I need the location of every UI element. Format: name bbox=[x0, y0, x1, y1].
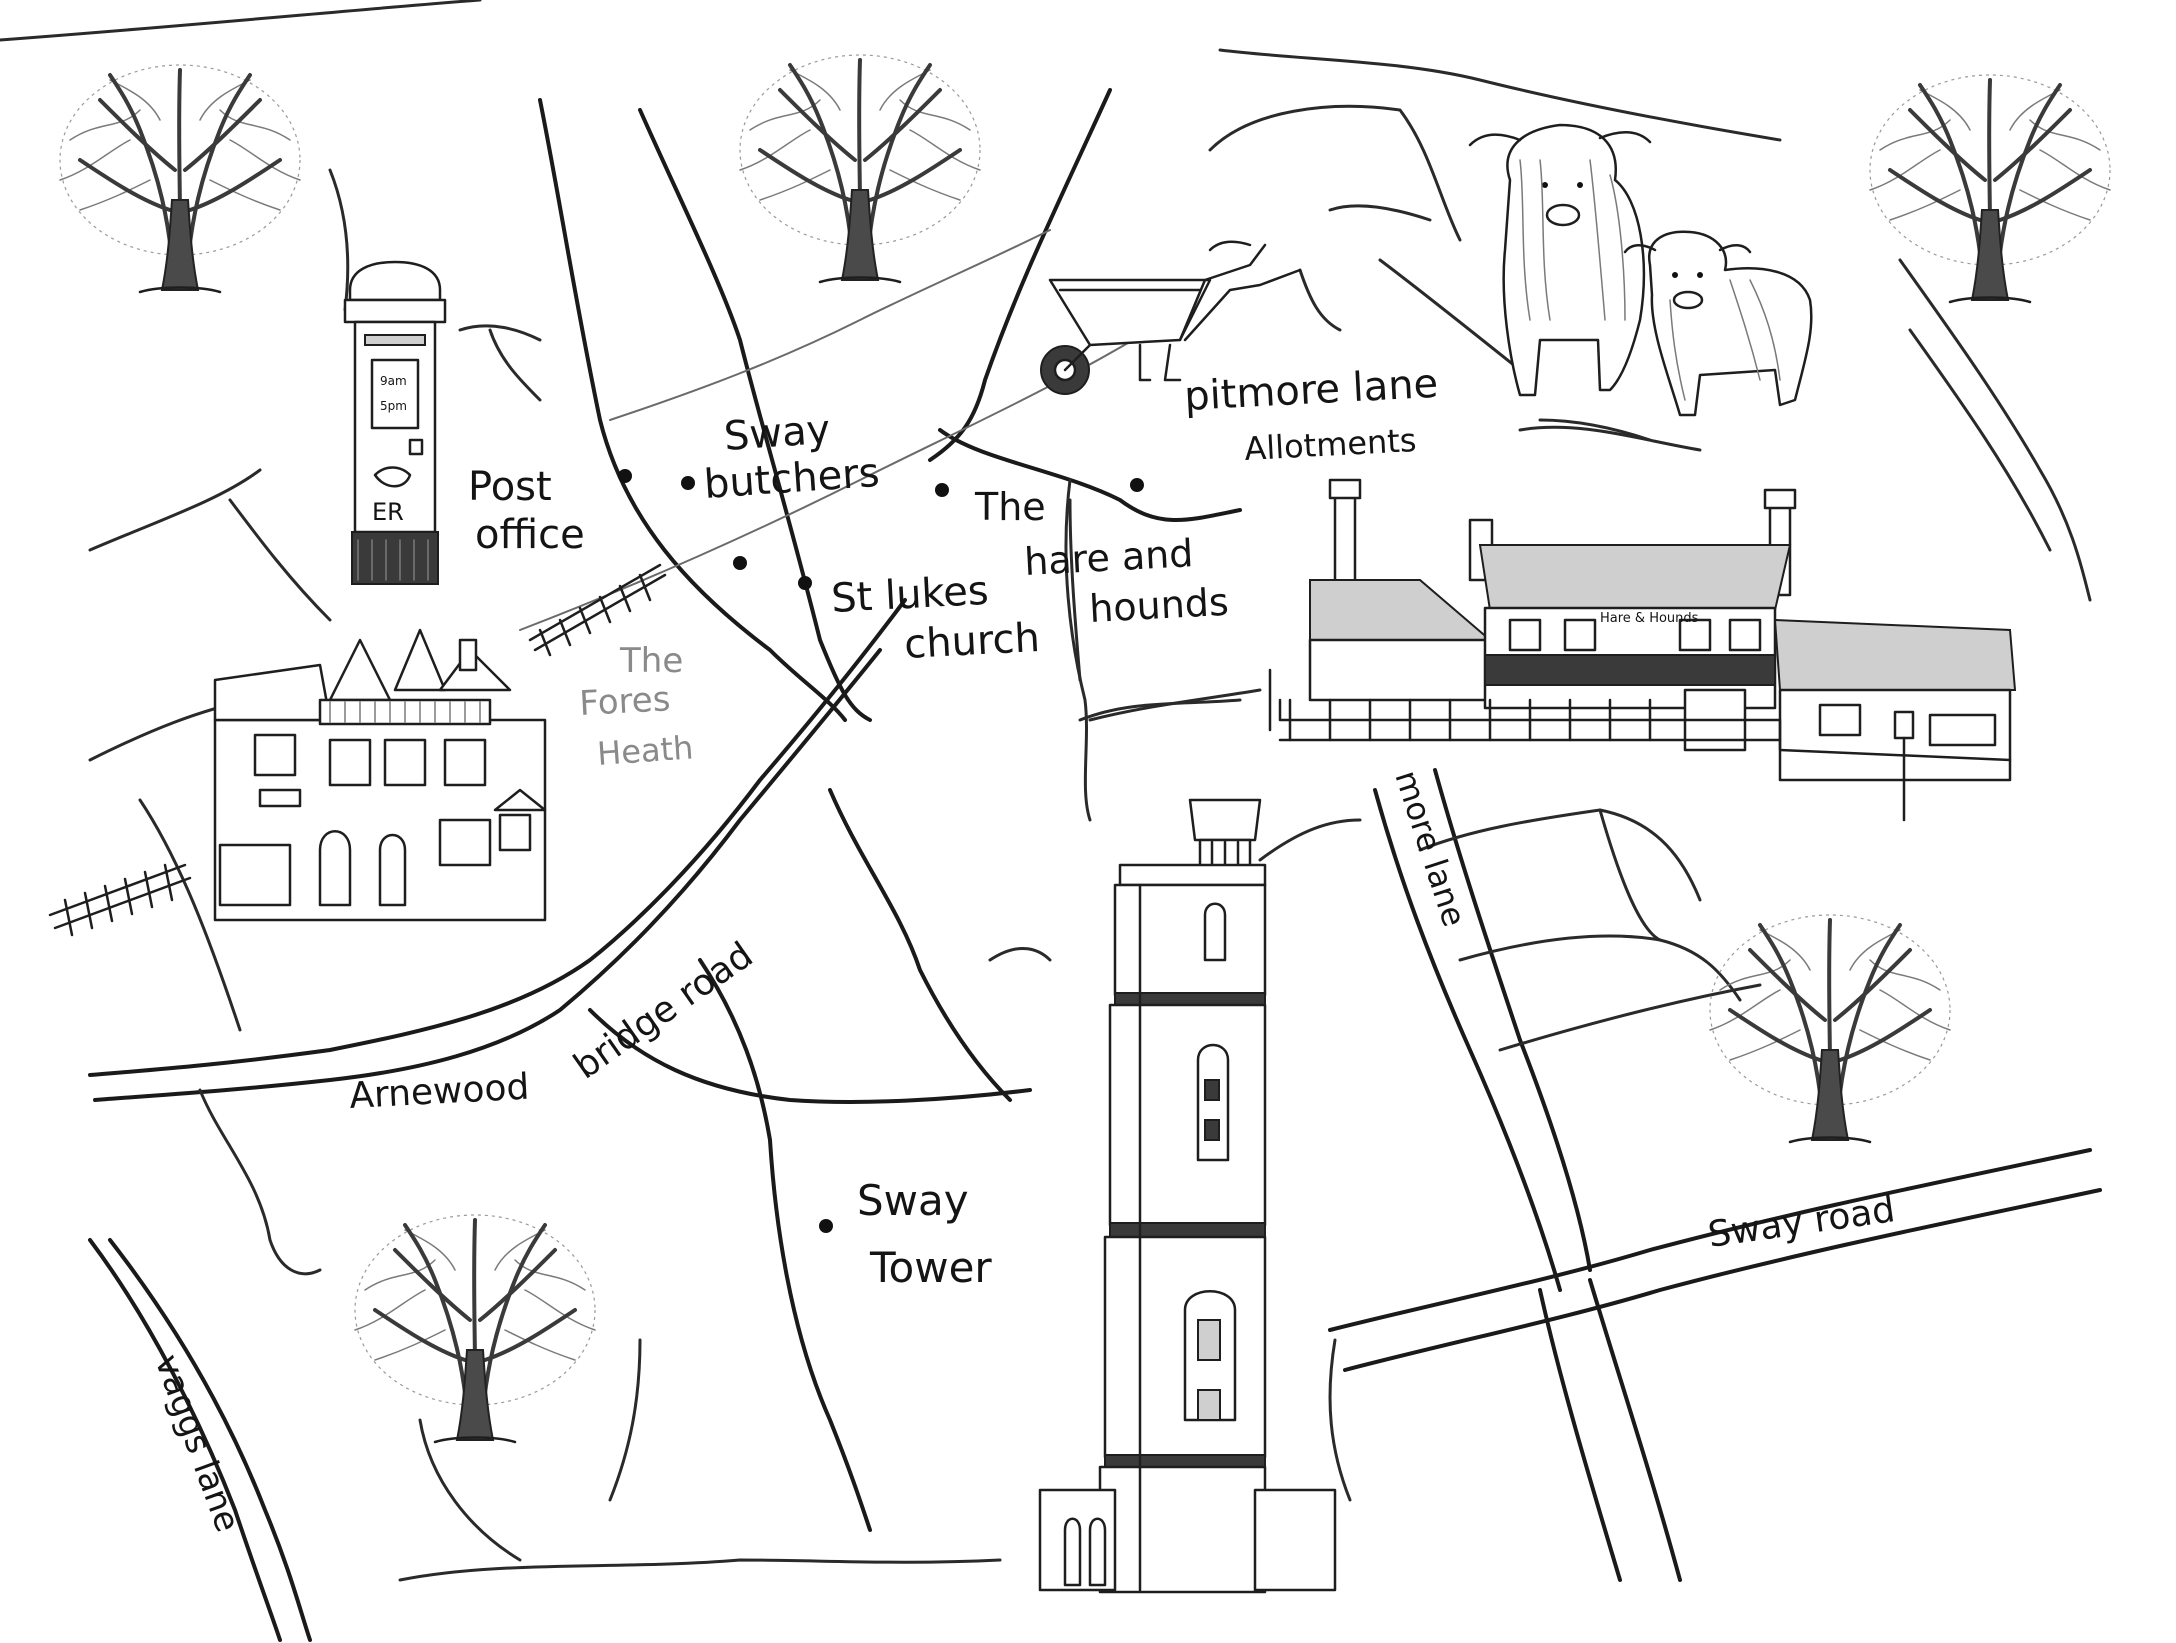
lane-west-vertical bbox=[138, 798, 242, 1032]
lane-top-right bbox=[1218, 48, 1782, 142]
label-hare-hounds-line3: hounds bbox=[1088, 580, 1230, 631]
location-dot-icon bbox=[681, 476, 695, 490]
lane-post-hedge bbox=[488, 328, 542, 402]
label-allotments-line1: pitmore lane bbox=[1183, 361, 1439, 420]
pitmore-lane-stub bbox=[1078, 698, 1242, 722]
road-south-left bbox=[698, 958, 872, 1532]
label-sway-road: Sway road bbox=[1706, 1189, 1898, 1256]
label-arnewood-road-part1: Arnewood bbox=[348, 1067, 530, 1117]
tree-icon bbox=[738, 53, 982, 284]
vaggs-lane-west-edge bbox=[88, 1238, 282, 1642]
more-lane-loop-mid bbox=[1458, 934, 1742, 1002]
location-dot-icon bbox=[618, 469, 632, 483]
road-central-left-edge bbox=[538, 98, 847, 722]
arnewood-bridge-road-lower bbox=[93, 648, 882, 1102]
pitmore-lane-south bbox=[1064, 478, 1092, 822]
sway-road-north-edge bbox=[1328, 1148, 2092, 1332]
label-hare-hounds-line1: The bbox=[974, 485, 1046, 529]
pub-sign-label: Hare & Hounds bbox=[1600, 611, 1699, 626]
railway-track-icon bbox=[48, 563, 667, 937]
sway-road-west-stub bbox=[1328, 1338, 1352, 1502]
sway-road-south-branch-right bbox=[1588, 1278, 1682, 1582]
pub-building-icon: Hare & Hounds bbox=[1268, 478, 2017, 822]
label-post-office-line1: Post bbox=[468, 464, 552, 510]
more-lane-west-edge bbox=[1373, 788, 1562, 1292]
lane-hare-west bbox=[1068, 498, 1082, 682]
tree-icon bbox=[353, 1213, 597, 1444]
roads-layer bbox=[0, 0, 2102, 1642]
lane-barrow-stub bbox=[1298, 268, 1342, 332]
lane-cows-south bbox=[1518, 425, 1702, 452]
location-dot-icon bbox=[733, 556, 747, 570]
tree-icon bbox=[1708, 913, 1952, 1144]
label-more-lane: more lane bbox=[1387, 766, 1473, 931]
sway-tower-icon bbox=[1038, 798, 1337, 1594]
lane-tower-east bbox=[1258, 818, 1362, 862]
lane-tree-south bbox=[328, 168, 350, 312]
sway-road-south-branch-left bbox=[1538, 1288, 1622, 1582]
lane-cows-west bbox=[1378, 258, 1522, 372]
arnewood-bridge-road-upper bbox=[88, 598, 907, 1077]
lane-east-inner bbox=[1908, 328, 2052, 552]
label-st-lukes-line2: church bbox=[903, 615, 1041, 668]
label-forest-heath-line2: Fores bbox=[578, 679, 671, 724]
top-edge-line bbox=[0, 0, 482, 42]
label-hare-hounds-line2: hare and bbox=[1023, 531, 1194, 584]
lane-south-west-tree bbox=[418, 1418, 522, 1562]
post-box-icon: 9am 5pm ER bbox=[343, 260, 447, 585]
more-lane-east-stub bbox=[1498, 983, 1762, 1052]
lane-west-upper-branch bbox=[228, 498, 332, 622]
label-sway-tower-line2: Tower bbox=[869, 1243, 992, 1292]
location-dot-icon bbox=[798, 576, 812, 590]
location-dot-icon bbox=[819, 1219, 833, 1233]
tree-icon bbox=[58, 63, 302, 294]
lane-west-upper bbox=[88, 468, 262, 552]
location-dot-icon bbox=[1130, 478, 1144, 492]
label-forest-heath-line3: Heath bbox=[596, 728, 695, 773]
label-st-lukes-line1: St lukes bbox=[830, 568, 990, 622]
lane-west-lower bbox=[198, 1088, 322, 1276]
lane-pub-north bbox=[1538, 418, 1652, 442]
victorian-house-icon bbox=[213, 628, 547, 922]
highland-cow-icon bbox=[1468, 123, 1813, 417]
sway-road-south-edge bbox=[1343, 1188, 2102, 1372]
vaggs-lane-east-edge bbox=[108, 1238, 312, 1642]
label-allotments-line2: Allotments bbox=[1243, 421, 1417, 468]
lane-bottom bbox=[398, 1558, 1002, 1582]
road-north-branch bbox=[928, 88, 1112, 462]
more-lane-east-edge bbox=[1433, 768, 1592, 1272]
post-box-time-pm: 5pm bbox=[380, 399, 407, 413]
lane-hare-south bbox=[1088, 688, 1262, 722]
more-lane-loop-side bbox=[1598, 808, 1662, 942]
post-box-cipher: ER bbox=[372, 498, 404, 526]
wheelbarrow-icon bbox=[1040, 240, 1302, 395]
road-south-branch bbox=[828, 788, 1012, 1102]
lane-allotments-stub bbox=[1328, 204, 1432, 222]
lane-allotments-north bbox=[1208, 104, 1462, 242]
location-dot-icon bbox=[935, 483, 949, 497]
lane-south-west-tree-east bbox=[608, 1338, 642, 1502]
lane-post-stub bbox=[458, 324, 542, 342]
lane-east-edge bbox=[1898, 258, 2092, 602]
label-sway-tower-line1: Sway bbox=[857, 1176, 969, 1225]
arnewood-bridge-road-east bbox=[588, 1008, 1032, 1104]
pencil-railway-upper bbox=[609, 229, 1051, 421]
lane-tower-stub bbox=[988, 946, 1052, 962]
road-central-right-edge bbox=[638, 108, 872, 722]
location-dots bbox=[618, 469, 1144, 1233]
post-box-time-am: 9am bbox=[380, 374, 407, 388]
label-post-office-line2: office bbox=[475, 512, 585, 558]
label-vaggs-lane: vaggs lane bbox=[147, 1349, 248, 1537]
pitmore-lane-road bbox=[938, 428, 1242, 522]
label-forest-heath-line1: The bbox=[619, 641, 683, 681]
label-sway-butchers-line1: Sway bbox=[722, 407, 831, 460]
